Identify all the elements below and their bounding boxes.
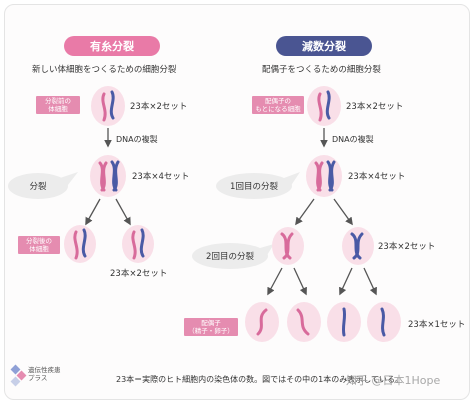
tag-mitosis-before: 分裂前の 体細胞: [36, 96, 80, 114]
mitosis-subtitle: 新しい体細胞をつくるための細胞分裂: [32, 65, 177, 75]
arrow-meiosis-1-right: [333, 198, 353, 226]
footnote: 23本＝実際のヒト細胞内の染色体の数。図ではその中の1本のみ表示している。: [116, 375, 404, 384]
logo-icon: [10, 364, 27, 387]
meiosis-count-start: 23本×2セット: [346, 102, 404, 112]
meiosis-title: 減数分裂: [276, 36, 372, 56]
mitosis-cell-3: [64, 225, 96, 263]
arrow-meiosis-2-a: [267, 267, 283, 296]
meiosis-subtitle: 配偶子をつくるための細胞分裂: [262, 65, 381, 75]
arrow-mitosis-left: [85, 198, 101, 226]
gamete-1: [245, 302, 279, 342]
meiosis-cell-1: [307, 86, 341, 126]
mitosis-cell-4: [122, 225, 154, 263]
mitosis-count-mid: 23本×4セット: [132, 172, 190, 182]
arrow-meiosis-1-left: [295, 198, 315, 226]
arrow-meiosis-2-c: [339, 267, 353, 296]
meiosis-cell-3: [272, 227, 304, 265]
meiosis-count-second: 23本×2セット: [378, 242, 436, 252]
meiosis-count-end: 23本×1セット: [408, 320, 466, 330]
meiosis-bubble-1-label: 1回目の分裂: [230, 182, 278, 192]
mitosis-count-start: 23本×2セット: [130, 102, 188, 112]
logo-text: 遺伝性疾患 プラス: [28, 366, 61, 382]
meiosis-count-mid: 23本×4セット: [348, 172, 406, 182]
gamete-2: [287, 302, 321, 342]
meiosis-cell-2: [306, 155, 342, 197]
arrow-meiosis-2-d: [363, 267, 377, 296]
mitosis-cell-2: [90, 155, 126, 197]
bubble-meiosis-2: [192, 243, 274, 269]
tag-mitosis-after: 分裂後の 体細胞: [18, 236, 60, 254]
mitosis-bubble-label: 分裂: [29, 182, 47, 192]
gamete-3: [327, 302, 361, 342]
bubble-meiosis-1: [216, 172, 300, 199]
gamete-4: [367, 302, 401, 342]
tag-meiosis-gamete: 配偶子 （精子・卵子）: [184, 318, 238, 336]
watermark: 知乎 @日本1Hope: [346, 374, 441, 387]
meiosis-bubble-2-label: 2回目の分裂: [206, 252, 254, 262]
mitosis-cell-1: [91, 86, 125, 126]
meiosis-cell-4: [342, 227, 374, 265]
meiosis-dna-step: DNAの複製: [332, 135, 374, 144]
arrow-mitosis-right: [115, 198, 131, 226]
mitosis-count-end: 23本×2セット: [110, 269, 168, 279]
mitosis-dna-step: DNAの複製: [116, 135, 158, 144]
bubble-mitosis: [8, 172, 78, 199]
mitosis-title: 有糸分裂: [64, 36, 160, 56]
tag-meiosis-before: 配偶子の もとになる細胞: [252, 96, 304, 114]
arrow-meiosis-2-b: [293, 267, 307, 296]
